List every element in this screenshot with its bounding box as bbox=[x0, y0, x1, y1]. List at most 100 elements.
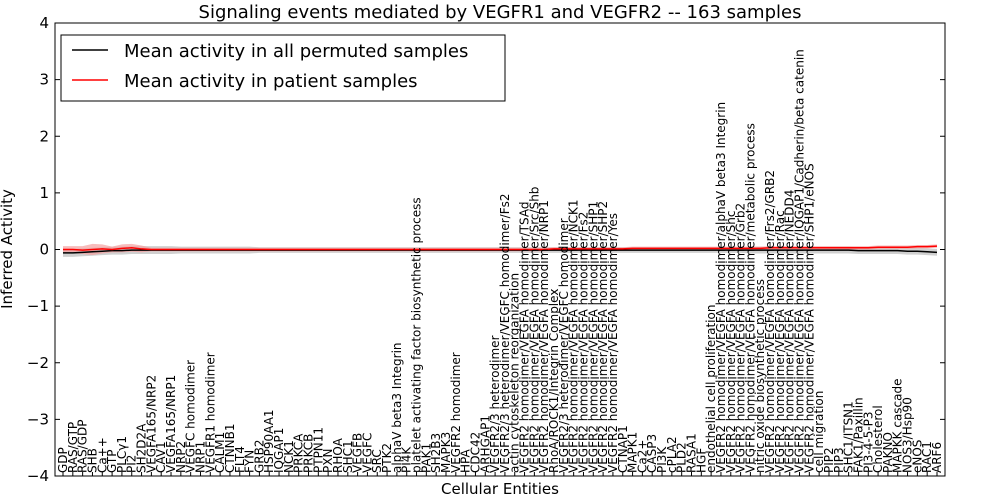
y-tick-label: −4 bbox=[27, 467, 49, 485]
x-tick-label: cPLA2 bbox=[665, 436, 679, 473]
x-tick-label: HPA bbox=[459, 449, 473, 473]
x-tick-label: PTK2 bbox=[380, 443, 394, 473]
x-tick-label: endothelial cell proliferation bbox=[704, 305, 718, 473]
x-tick-label: SRC bbox=[370, 449, 384, 473]
x-tick-label: actin cytoskeleton reorganization bbox=[508, 273, 522, 473]
x-tick-label: VEGFR2 homodimer/VEGFA homodimer/alphaV … bbox=[714, 102, 728, 473]
x-tick-label: SH2D2A bbox=[135, 423, 149, 473]
x-tick-label: NRP1 bbox=[193, 441, 207, 473]
x-tick-label: PAKNO bbox=[881, 432, 895, 473]
x-tick-label: platelet activating factor biosynthetic … bbox=[410, 197, 424, 473]
x-tick-label: CALM1 bbox=[213, 432, 227, 473]
x-tick-label: MAPKK cascade bbox=[891, 378, 905, 473]
x-tick-label: RAS/GDP bbox=[76, 420, 90, 474]
x-tick-label: PLD2 bbox=[675, 442, 689, 473]
y-axis-label: Inferred Activity bbox=[0, 189, 16, 309]
x-tick-label: RhoA/ROCK1/Integrin Complex bbox=[547, 289, 561, 473]
x-tick-labels: GDPRAS/GTPRAS/GDPSHBCa++GTPPLCγ1PI2SH2D2… bbox=[56, 49, 944, 476]
x-tick-label: VEGFR2/3 heterodimer bbox=[488, 335, 502, 473]
x-tick-label: NRP2 bbox=[174, 441, 188, 473]
legend-label-patient: Mean activity in patient samples bbox=[124, 71, 418, 92]
x-tick-label: MAPK1 bbox=[626, 432, 640, 473]
x-tick-label: CASP3 bbox=[645, 434, 659, 473]
x-tick-label: PIP3 bbox=[832, 447, 846, 473]
x-tick-label: PIP2 bbox=[822, 447, 836, 473]
x-tick-label: PI2 bbox=[125, 455, 139, 473]
x-tick-label: HSP90AA1 bbox=[262, 409, 276, 473]
x-tick-label: SHC1 bbox=[341, 440, 355, 473]
series-lines bbox=[63, 245, 938, 254]
x-tick-label: PRKCA bbox=[292, 433, 306, 473]
x-tick-label: IQGAP1 bbox=[272, 428, 286, 473]
x-tick-label: VEGFC homodimer bbox=[184, 360, 198, 473]
x-tick-label: RAS/GTP bbox=[66, 422, 80, 473]
x-tick-label: GTP bbox=[105, 450, 119, 473]
x-tick-label: SHB bbox=[85, 448, 99, 473]
x-tick-label: VEGFR2 homodimer/VEGFA homodimer/Src/Shb bbox=[527, 187, 541, 473]
x-tick-label: Cholesterol bbox=[871, 405, 885, 473]
x-tick-label: eNOS bbox=[910, 440, 924, 473]
x-tick-label: ARF6 bbox=[930, 442, 944, 473]
x-tick-label: VEGFR2 homodimer/VEGFA homodimer/metabol… bbox=[743, 123, 757, 473]
x-tick-label: GRB2 bbox=[252, 439, 266, 473]
y-tick-label: 1 bbox=[39, 184, 49, 202]
x-tick-label: VEGFR2 homodimer/VEGFA homodimer/Yes bbox=[606, 213, 620, 473]
x-tick-label: VEGFC bbox=[360, 433, 374, 473]
x-tick-label: PI3K bbox=[655, 446, 669, 473]
x-tick-label: nitric oxide biosynthetic process bbox=[753, 279, 767, 473]
x-tick-label: CTNAP1 bbox=[616, 425, 630, 473]
x-tick-label: VEGFR2 homodimer bbox=[449, 352, 463, 473]
x-tick-label: HGF bbox=[694, 448, 708, 473]
legend-label-permuted: Mean activity in all permuted samples bbox=[124, 41, 468, 62]
x-tick-label: FYN bbox=[243, 450, 257, 473]
x-tick-label: cell migration bbox=[812, 391, 826, 473]
y-tick-label: −3 bbox=[27, 410, 49, 428]
legend: Mean activity in all permuted samples Me… bbox=[60, 34, 506, 102]
x-tick-label: MAPK3 bbox=[439, 432, 453, 473]
x-tick-label: FAK1/Paxillin bbox=[851, 397, 865, 473]
x-tick-label: PAK1 bbox=[419, 443, 433, 473]
chart-title: Signaling events mediated by VEGFR1 and … bbox=[199, 2, 802, 23]
x-tick-label: CAV1 bbox=[154, 441, 168, 473]
x-tick-label: VEGFR2 homodimer/VEGFA homodimer/SHP2 bbox=[596, 201, 610, 473]
x-tick-label: VEGFR1 homodimer bbox=[203, 352, 217, 473]
x-tick-label: VEGFR2 homodimer/VEGFA homodimer/NRP1 bbox=[537, 200, 551, 473]
x-tick-label: VEGFR2 homodimer/VEGFA homodimer/NEDD4 bbox=[783, 190, 797, 473]
x-tick-label: PLCγ1 bbox=[115, 436, 129, 473]
x-tick-label: PI3-4-5-P3 bbox=[861, 411, 875, 473]
x-tick-label: PXN bbox=[321, 449, 335, 473]
x-tick-label: Ca2+ bbox=[635, 440, 649, 473]
x-tick-label: VEGFR2 homodimer/VEGFA homodimer/Rac bbox=[773, 210, 787, 473]
x-tick-label: SHC1/ITSN1 bbox=[842, 401, 856, 473]
x-tick-label: RASA1 bbox=[684, 433, 698, 473]
x-tick-label: VEGFR2/3 heterodimer/VEGFC homodimer bbox=[557, 218, 571, 473]
x-tick-label: CTNNB1 bbox=[223, 423, 237, 473]
x-tick-label: NOS3/Hsp90 bbox=[901, 397, 915, 473]
x-tick-label: PTPN11 bbox=[311, 427, 325, 473]
x-tick-label: GDP bbox=[56, 447, 70, 473]
x-tick-label: FLT4 bbox=[233, 446, 247, 473]
y-tick-label: 0 bbox=[39, 241, 49, 259]
x-tick-label: VEGFR2 homodimer/VEGFA homodimer/Fs2 bbox=[576, 212, 590, 473]
x-tick-label: RAC1 bbox=[920, 441, 934, 473]
x-tick-label: SH2B3 bbox=[429, 433, 443, 473]
y-tick-label: 3 bbox=[39, 71, 49, 89]
y-tick-label: −2 bbox=[27, 354, 49, 372]
x-tick-label: VEGFR2 homodimer/VEGFA homodimer/Frs2/GR… bbox=[763, 170, 777, 473]
x-tick-label: PRKCB bbox=[302, 434, 316, 473]
x-tick-label: VEGFR2 homodimer/VEGFA homodimer/SHP1 bbox=[586, 201, 600, 473]
x-tick-label: VEGFR2/3 heterodimer/VEGFC homodimer/Fs2 bbox=[498, 194, 512, 474]
x-tick-label: VEGFR2 homodimer/VEGFA homodimer/Grb2 bbox=[734, 203, 748, 473]
x-axis-label: Cellular Entities bbox=[441, 480, 559, 498]
legend-box bbox=[60, 34, 506, 102]
x-tick-label: VEGFR2 homodimer/VEGFA homodimer/IQGAP1/… bbox=[793, 49, 807, 473]
series-line-mean-activity-in-patient-samples bbox=[63, 245, 938, 251]
y-tick-label: −1 bbox=[27, 297, 49, 315]
x-tick-label: VEGFR2 homodimer/VEGFA homodimer/TSAd bbox=[518, 202, 532, 473]
x-tick-label: VEGFB bbox=[351, 433, 365, 473]
y-tick-label: 4 bbox=[39, 14, 49, 32]
x-tick-label: alphaV beta3 Integrin bbox=[390, 342, 404, 473]
x-tick-label: VEGFR2 homodimer/VEGFA homodimer/Shc bbox=[724, 211, 738, 473]
x-tick-label: VEGFA165/NRP1 bbox=[164, 375, 178, 473]
